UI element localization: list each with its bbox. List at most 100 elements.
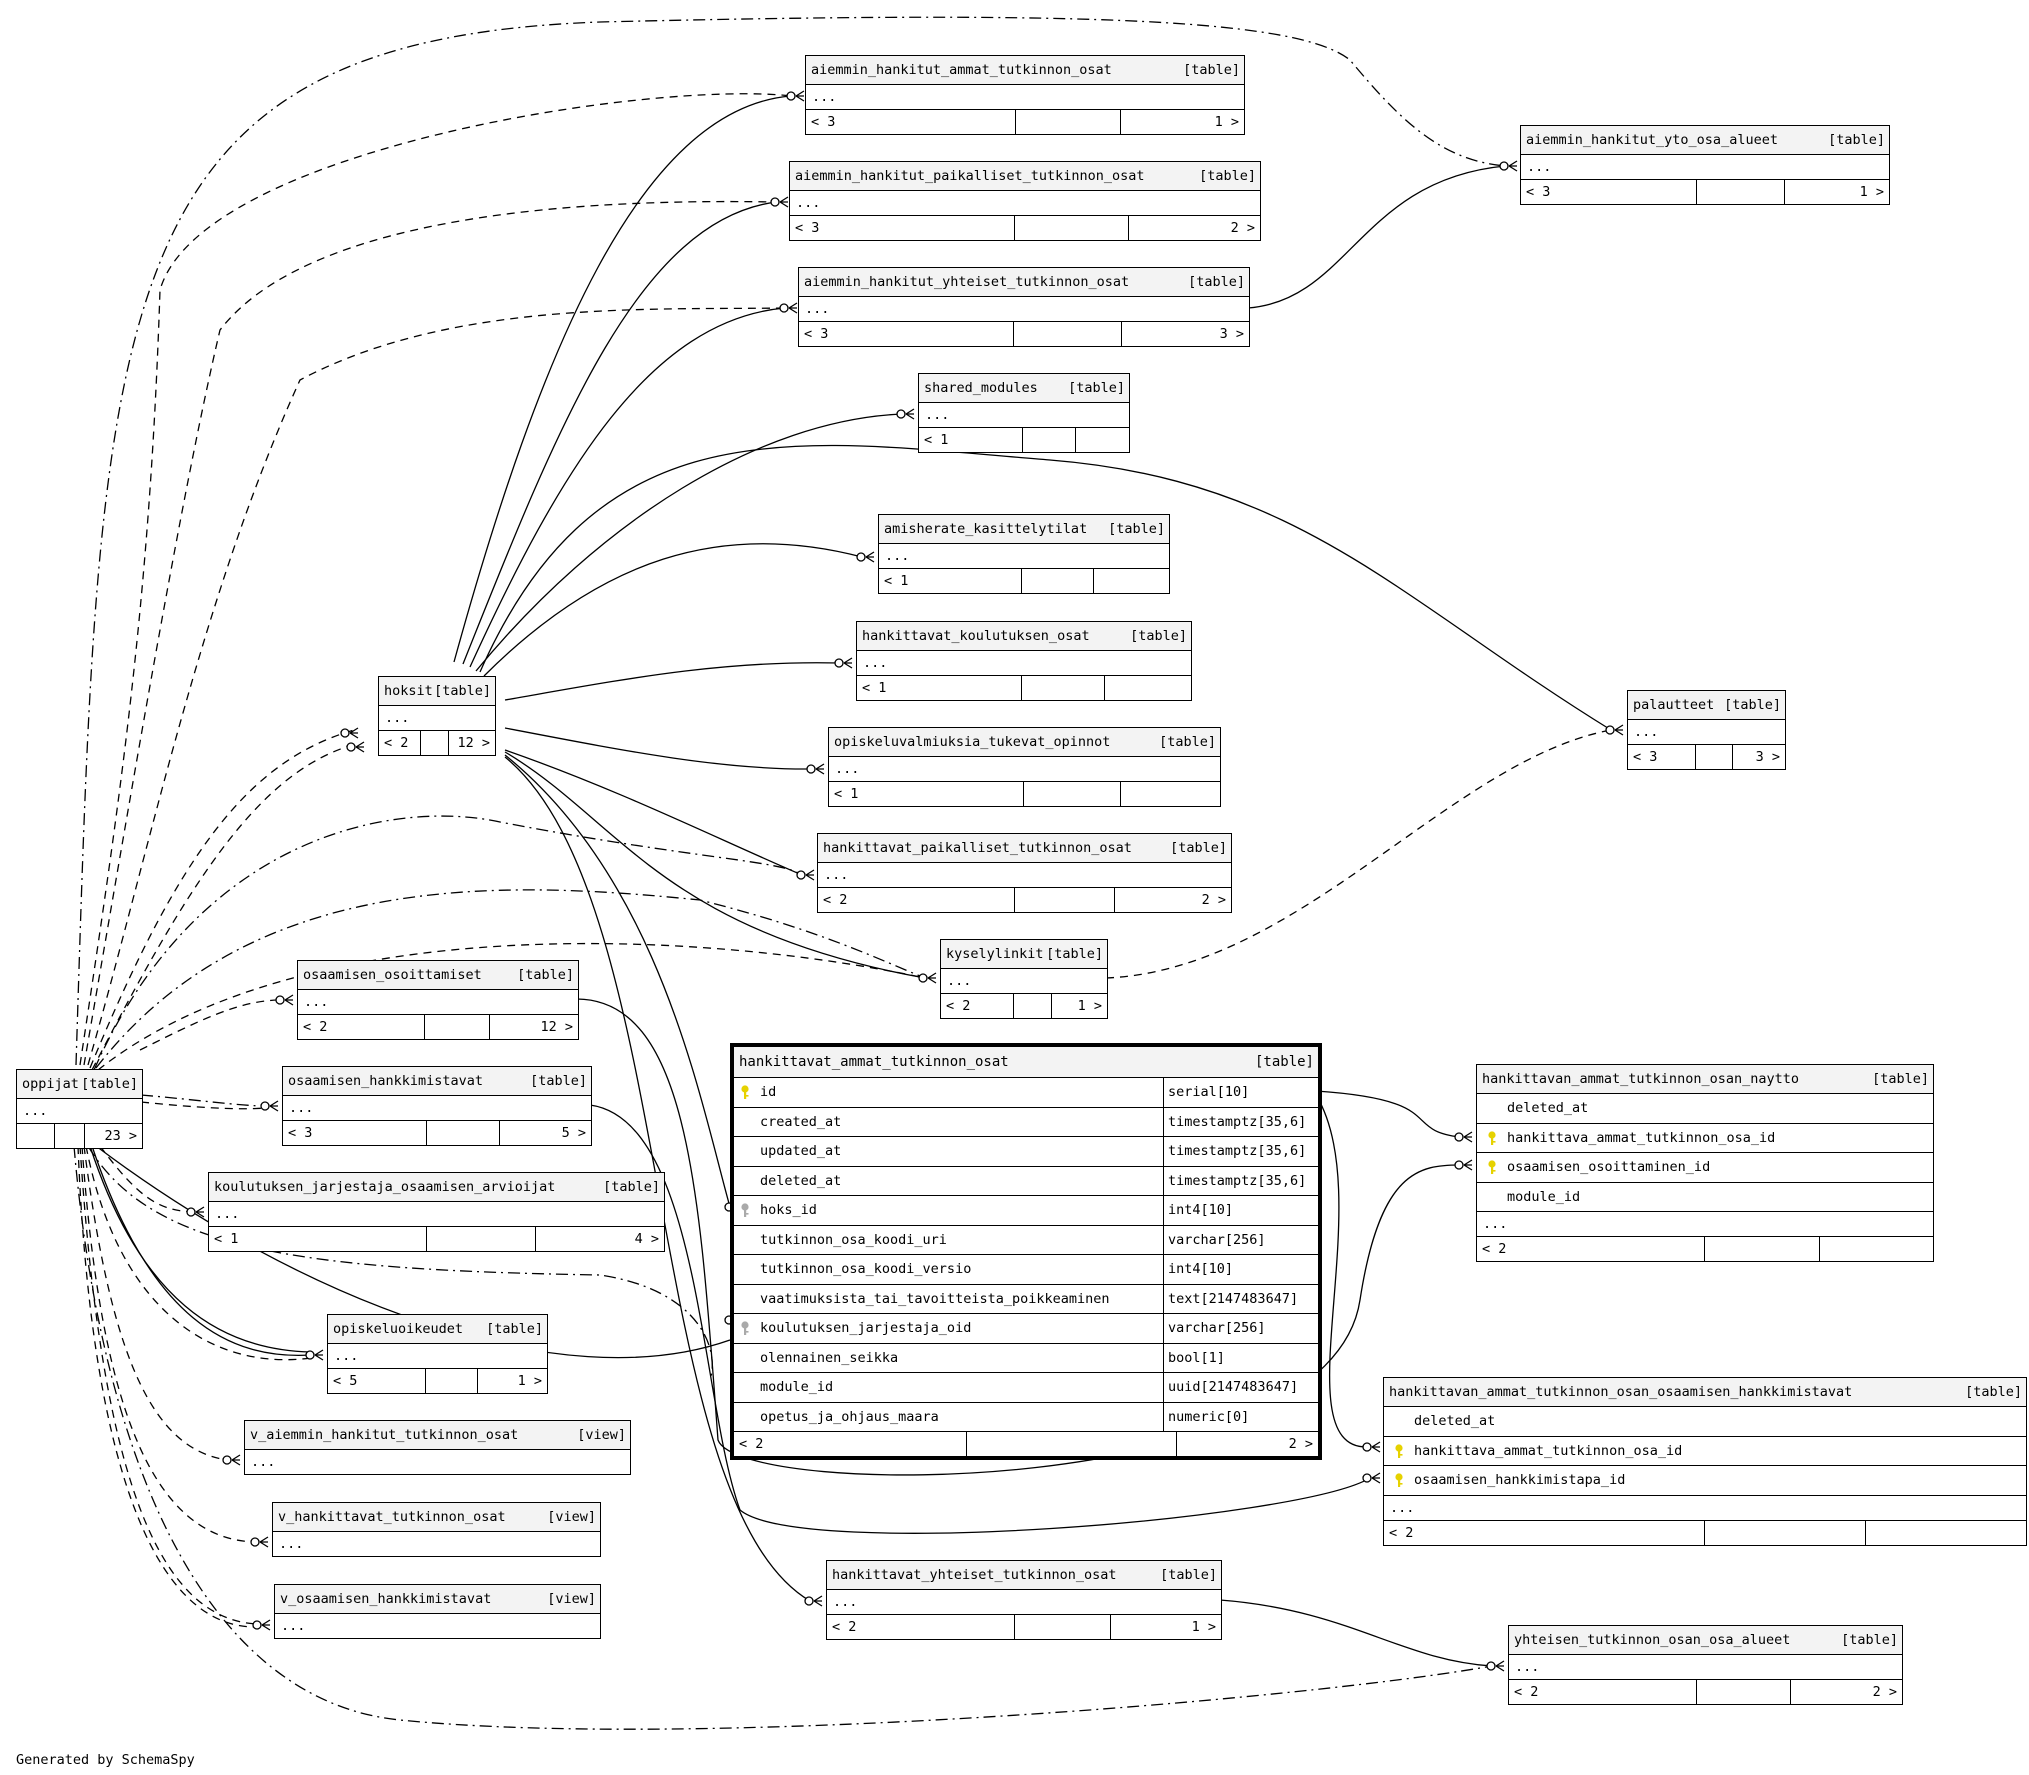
children-count[interactable]: 12 > — [540, 1019, 573, 1035]
table-columns-collapsed[interactable]: ... — [879, 544, 1169, 569]
children-count[interactable]: 3 > — [1219, 326, 1244, 342]
table-columns-collapsed[interactable]: ... — [857, 651, 1191, 676]
children-count[interactable]: 1 > — [1191, 1619, 1216, 1635]
parents-count[interactable]: < 5 — [328, 1369, 426, 1393]
table-columns-collapsed[interactable]: ... — [379, 706, 495, 731]
view-v-hankittavat-tutkinnon-osat[interactable]: v_hankittavat_tutkinnon_osat[view]... — [272, 1502, 601, 1557]
children-count[interactable]: 23 > — [104, 1128, 137, 1144]
parents-count[interactable]: < 3 — [799, 322, 1014, 346]
table-columns-collapsed[interactable]: ... — [298, 990, 578, 1015]
parents-count[interactable]: < 2 — [941, 994, 1014, 1018]
table-hankittavat-yhteiset-tutkinnon-osat[interactable]: hankittavat_yhteiset_tutkinnon_osat[tabl… — [826, 1560, 1222, 1640]
children-count[interactable]: 2 > — [1288, 1436, 1313, 1452]
children-count[interactable]: 2 > — [1201, 892, 1226, 908]
parents-count[interactable]: < 1 — [209, 1227, 427, 1251]
children-count[interactable]: 2 > — [1872, 1684, 1897, 1700]
children-count[interactable]: 1 > — [1859, 184, 1884, 200]
table-columns-collapsed[interactable]: ... — [279, 1536, 304, 1552]
children-count[interactable]: 5 > — [561, 1125, 586, 1141]
column-row-module-id[interactable]: module_id — [1477, 1183, 1933, 1212]
table-columns-collapsed[interactable]: ... — [1509, 1655, 1902, 1680]
view-v-aiemmin-hankitut-tutkinnon-osat[interactable]: v_aiemmin_hankitut_tutkinnon_osat[view].… — [244, 1420, 631, 1475]
table-columns-collapsed[interactable]: ... — [251, 1454, 276, 1470]
children-count[interactable] — [1866, 1521, 2026, 1545]
parents-count[interactable]: < 2 — [827, 1615, 1015, 1639]
parents-count[interactable]: < 2 — [1384, 1520, 1705, 1545]
column-row-deleted-at[interactable]: deleted_at — [1384, 1407, 2026, 1437]
column-row-vaatimuksista-tai-tavoitteista-poikkeaminen[interactable]: vaatimuksista_tai_tavoitteista_poikkeami… — [734, 1284, 1318, 1314]
table-amisherate-kasittelytilat[interactable]: amisherate_kasittelytilat[table]...< 1 — [878, 514, 1170, 594]
table-columns-collapsed[interactable]: ... — [1628, 720, 1785, 745]
table-columns-collapsed[interactable]: ... — [806, 85, 1244, 110]
table-columns-collapsed[interactable]: ... — [799, 297, 1249, 322]
parents-count[interactable]: < 2 — [379, 731, 421, 755]
parents-count[interactable]: < 1 — [879, 569, 1022, 593]
column-row-hankittava-ammat-tutkinnon-osa-id[interactable]: hankittava_ammat_tutkinnon_osa_id — [1384, 1437, 2026, 1466]
table-columns-collapsed[interactable]: ... — [818, 863, 1231, 888]
parents-count[interactable]: < 2 — [298, 1015, 425, 1039]
parents-count[interactable]: < 1 — [829, 782, 1024, 806]
parents-count[interactable]: < 3 — [1521, 180, 1697, 204]
table-hankittavat-koulutuksen-osat[interactable]: hankittavat_koulutuksen_osat[table]...< … — [856, 621, 1192, 701]
table-shared-modules[interactable]: shared_modules[table]...< 1 — [918, 373, 1130, 453]
column-row-osaamisen-osoittaminen-id[interactable]: osaamisen_osoittaminen_id — [1477, 1153, 1933, 1183]
table-columns-collapsed[interactable]: ... — [281, 1618, 306, 1634]
table-columns-collapsed[interactable]: ... — [1477, 1212, 1933, 1237]
parents-count[interactable]: < 3 — [1628, 745, 1696, 769]
parents-count[interactable]: < 2 — [734, 1432, 967, 1456]
table-hankittavan-ammat-tutkinnon-osan-osaamisen-hankkimistavat[interactable]: hankittavan_ammat_tutkinnon_osan_osaamis… — [1383, 1377, 2027, 1546]
children-count[interactable] — [1094, 569, 1169, 593]
table-hankittavat-ammat-tutkinnon-osat[interactable]: hankittavat_ammat_tutkinnon_osat[table]i… — [730, 1043, 1322, 1460]
table-columns-collapsed[interactable]: ... — [829, 757, 1220, 782]
children-count[interactable]: 12 > — [457, 735, 490, 751]
table-columns-collapsed[interactable]: ... — [328, 1344, 547, 1369]
table-columns-collapsed[interactable]: ... — [1521, 155, 1889, 180]
parents-count[interactable]: < 1 — [919, 428, 1023, 452]
table-columns-collapsed[interactable]: ... — [209, 1202, 664, 1227]
table-aiemmin-hankitut-paikalliset-tutkinnon-osat[interactable]: aiemmin_hankitut_paikalliset_tutkinnon_o… — [789, 161, 1261, 241]
table-aiemmin-hankitut-yto-osa-alueet[interactable]: aiemmin_hankitut_yto_osa_alueet[table]..… — [1520, 125, 1890, 205]
children-count[interactable]: 4 > — [634, 1231, 659, 1247]
table-yhteisen-tutkinnon-osan-osa-alueet[interactable]: yhteisen_tutkinnon_osan_osa_alueet[table… — [1508, 1625, 1903, 1705]
children-count[interactable] — [1076, 428, 1129, 452]
parents-count[interactable]: < 3 — [806, 110, 1016, 134]
children-count[interactable] — [1105, 676, 1191, 700]
parents-count[interactable]: < 2 — [1477, 1237, 1705, 1261]
parents-count[interactable]: < 3 — [790, 216, 1015, 240]
parents-count[interactable]: < 2 — [818, 888, 1015, 912]
table-columns-collapsed[interactable]: ... — [790, 191, 1260, 216]
children-count[interactable]: 3 > — [1755, 749, 1780, 765]
table-opiskeluvalmiuksia-tukevat-opinnot[interactable]: opiskeluvalmiuksia_tukevat_opinnot[table… — [828, 727, 1221, 807]
table-aiemmin-hankitut-ammat-tutkinnon-osat[interactable]: aiemmin_hankitut_ammat_tutkinnon_osat[ta… — [805, 55, 1245, 135]
column-row-hankittava-ammat-tutkinnon-osa-id[interactable]: hankittava_ammat_tutkinnon_osa_id — [1477, 1124, 1933, 1153]
children-count[interactable]: 2 > — [1230, 220, 1255, 236]
children-count[interactable] — [1121, 782, 1220, 806]
table-oppijat[interactable]: oppijat[table]...23 > — [16, 1069, 143, 1149]
children-count[interactable]: 1 > — [517, 1373, 542, 1389]
table-columns-collapsed[interactable]: ... — [827, 1590, 1221, 1615]
parents-count[interactable]: < 2 — [1509, 1680, 1697, 1704]
children-count[interactable]: 1 > — [1077, 998, 1102, 1014]
table-columns-collapsed[interactable]: ... — [283, 1096, 591, 1121]
parents-count[interactable]: < 1 — [857, 676, 1022, 700]
table-columns-collapsed[interactable]: ... — [17, 1099, 142, 1124]
table-hankittavan-ammat-tutkinnon-osan-naytto[interactable]: hankittavan_ammat_tutkinnon_osan_naytto[… — [1476, 1064, 1934, 1262]
table-columns-collapsed[interactable]: ... — [919, 403, 1129, 428]
table-hankittavat-paikalliset-tutkinnon-osat[interactable]: hankittavat_paikalliset_tutkinnon_osat[t… — [817, 833, 1232, 913]
parents-count[interactable] — [17, 1124, 55, 1148]
